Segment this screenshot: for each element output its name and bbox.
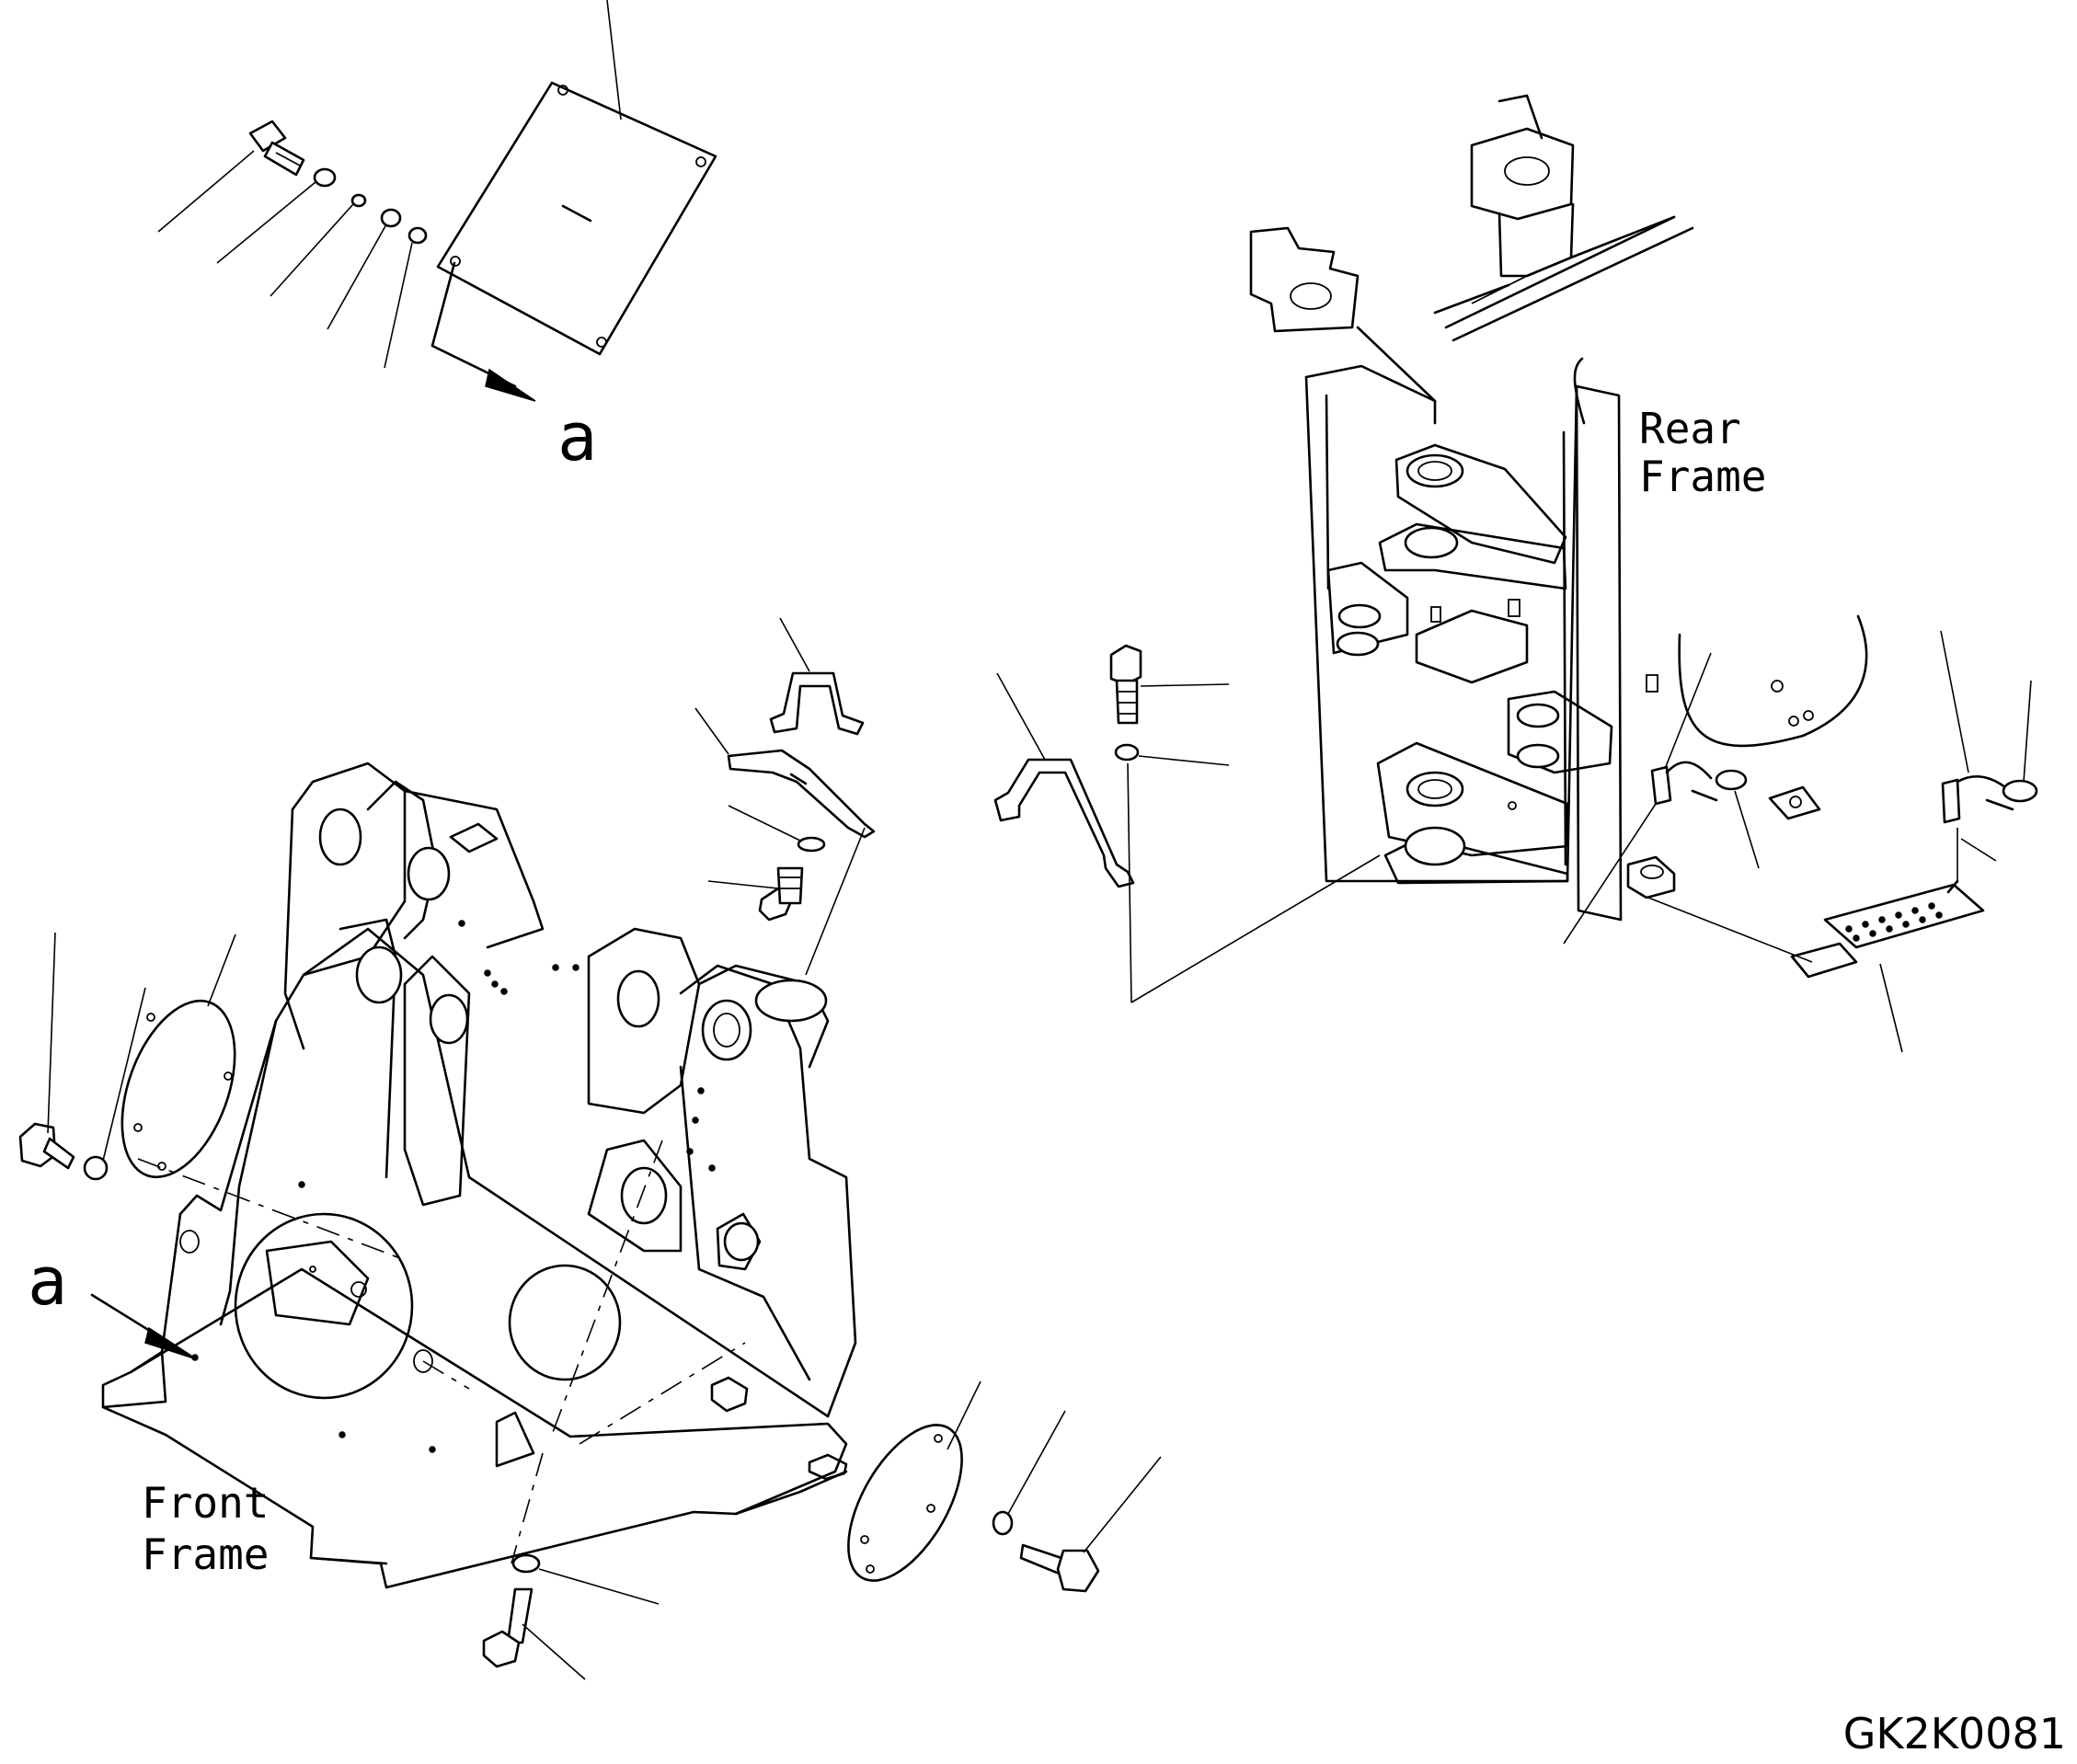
bottom-bolt-assembly xyxy=(482,1553,660,1680)
rear-frame xyxy=(1249,94,2038,1053)
left-cover-assembly xyxy=(18,932,236,1181)
front-frame-label-line2: Frame xyxy=(142,1529,269,1579)
handle-bracket-assembly xyxy=(993,644,1381,1003)
right-cover-assembly xyxy=(847,1380,1162,1593)
frame-stud-dots xyxy=(191,920,716,1453)
drawing-number: GK2K0081 xyxy=(1842,1709,2066,1758)
rear-frame-label-line2: Frame xyxy=(1639,452,1766,501)
detail-a-pointer xyxy=(90,1293,198,1360)
front-frame-label-line1: Front xyxy=(142,1478,269,1528)
front-frame xyxy=(101,762,857,1589)
step-perforations xyxy=(1845,902,1943,942)
detail-label-a-bottom: a xyxy=(28,1243,67,1320)
rear-frame-label-line1: Rear xyxy=(1639,404,1741,453)
cover-plate-assembly xyxy=(157,0,717,402)
bolt-top xyxy=(248,120,305,177)
detail-label-a-top: a xyxy=(557,398,597,475)
front-handle-bracket xyxy=(694,617,876,976)
